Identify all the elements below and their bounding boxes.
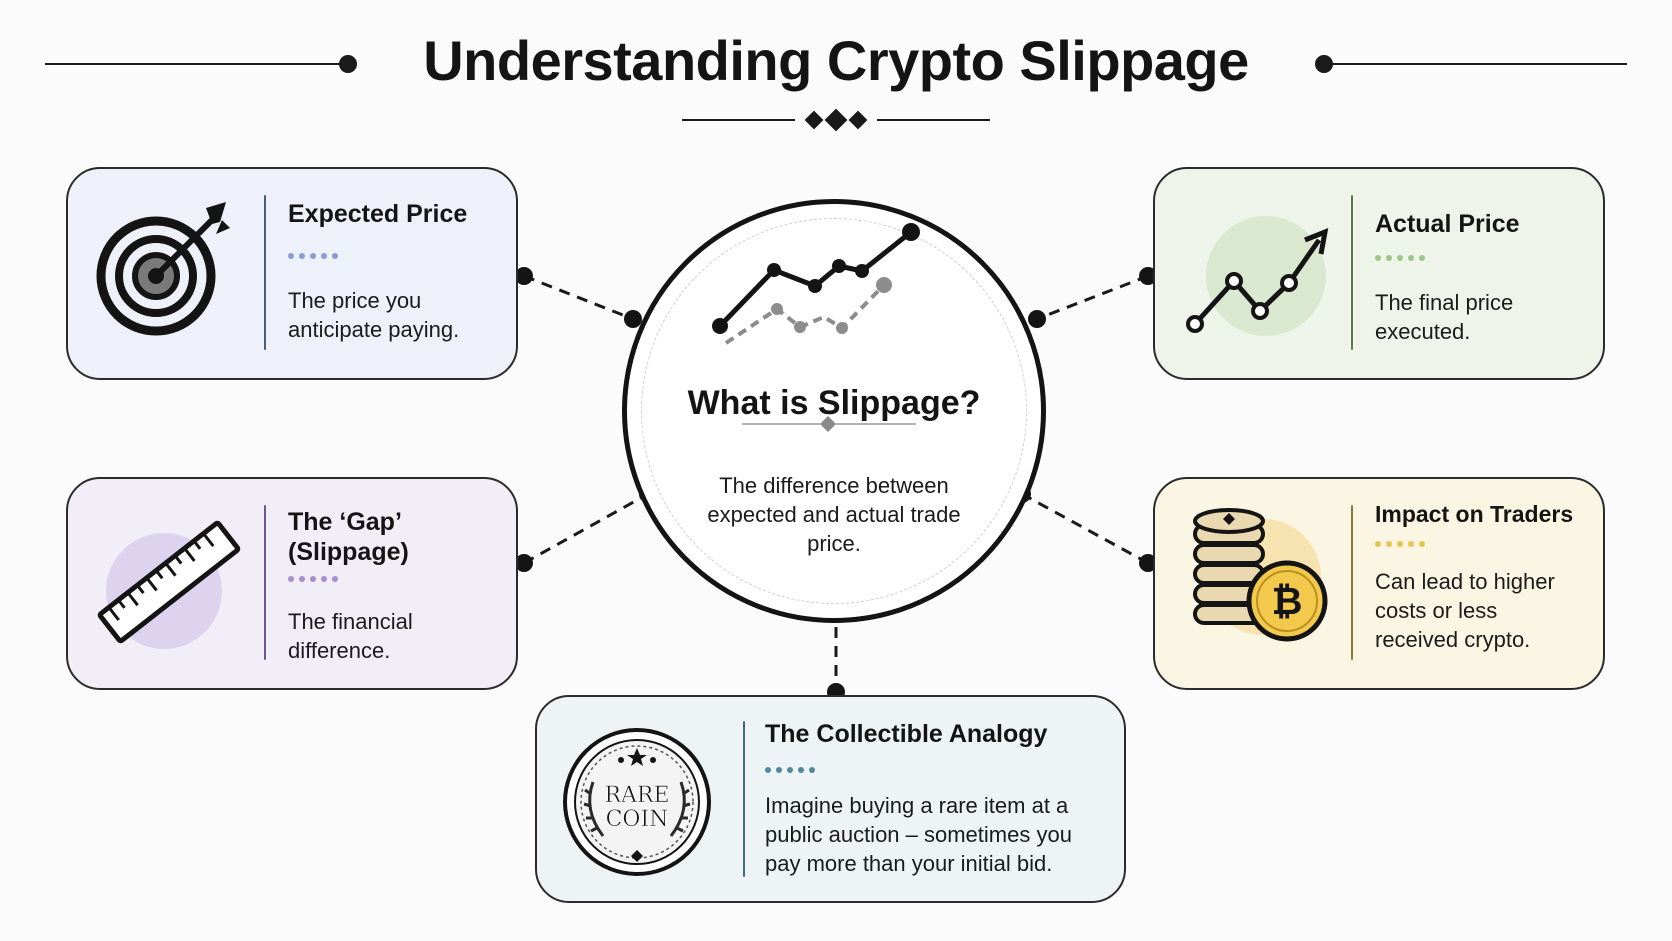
card-divider <box>264 505 266 660</box>
accent-dots <box>1375 541 1425 547</box>
center-inner-ring <box>641 218 1027 604</box>
center-description: The difference between expected and actu… <box>707 473 961 556</box>
bitcoin-symbol: ₿ <box>1272 579 1303 623</box>
accent-dots <box>1375 255 1425 261</box>
accent-dots <box>288 253 338 259</box>
card-heading: Impact on Traders <box>1375 501 1574 527</box>
card-description: Can lead to higher costs or less receive… <box>1375 569 1555 652</box>
card-the-gap: The ‘Gap’ (Slippage) The financial diffe… <box>66 477 518 690</box>
card-expected-price: Expected Price The price you anticipate … <box>66 167 518 380</box>
coins-bitcoin-icon: ₿ <box>1193 508 1328 642</box>
price-chart-icon <box>712 223 920 432</box>
ruler-icon <box>97 520 241 649</box>
target-arrow-icon <box>96 202 230 336</box>
card-collectible-analogy: RARE COIN The Collectible Analogy Imagin… <box>535 695 1126 903</box>
card-heading: The ‘Gap’ (Slippage) <box>288 508 409 566</box>
card-divider <box>264 195 266 350</box>
card-heading: The Collectible Analogy <box>765 720 1048 748</box>
card-divider <box>743 721 745 877</box>
accent-dots <box>765 767 815 773</box>
card-divider <box>1351 505 1353 660</box>
rare-coin-icon: RARE COIN <box>563 728 711 876</box>
page-title: Understanding Crypto Slippage <box>423 29 1249 92</box>
card-heading: Expected Price <box>288 200 468 228</box>
center-concept-circle: What is Slippage? The difference between… <box>622 199 1046 623</box>
title-rule-decoration <box>45 55 1627 132</box>
card-divider <box>1351 195 1353 350</box>
dashed-connectors <box>523 274 1149 690</box>
card-description: The financial difference. <box>288 609 413 663</box>
coin-stamp-line-1: RARE <box>604 783 669 808</box>
card-heading: Actual Price <box>1375 210 1520 238</box>
card-description: Imagine buying a rare item at a public a… <box>765 793 1072 876</box>
card-actual-price: Actual Price The final price executed. <box>1153 167 1605 380</box>
card-impact-on-traders: ₿ Impact on Traders Can lead to higher c… <box>1153 477 1605 690</box>
coin-stamp-line-2: COIN <box>606 807 669 832</box>
card-description: The final price executed. <box>1375 290 1514 344</box>
trend-up-icon <box>1186 216 1329 336</box>
card-description: The price you anticipate paying. <box>288 288 460 342</box>
center-heading: What is Slippage? <box>687 384 981 422</box>
accent-dots <box>288 576 338 582</box>
